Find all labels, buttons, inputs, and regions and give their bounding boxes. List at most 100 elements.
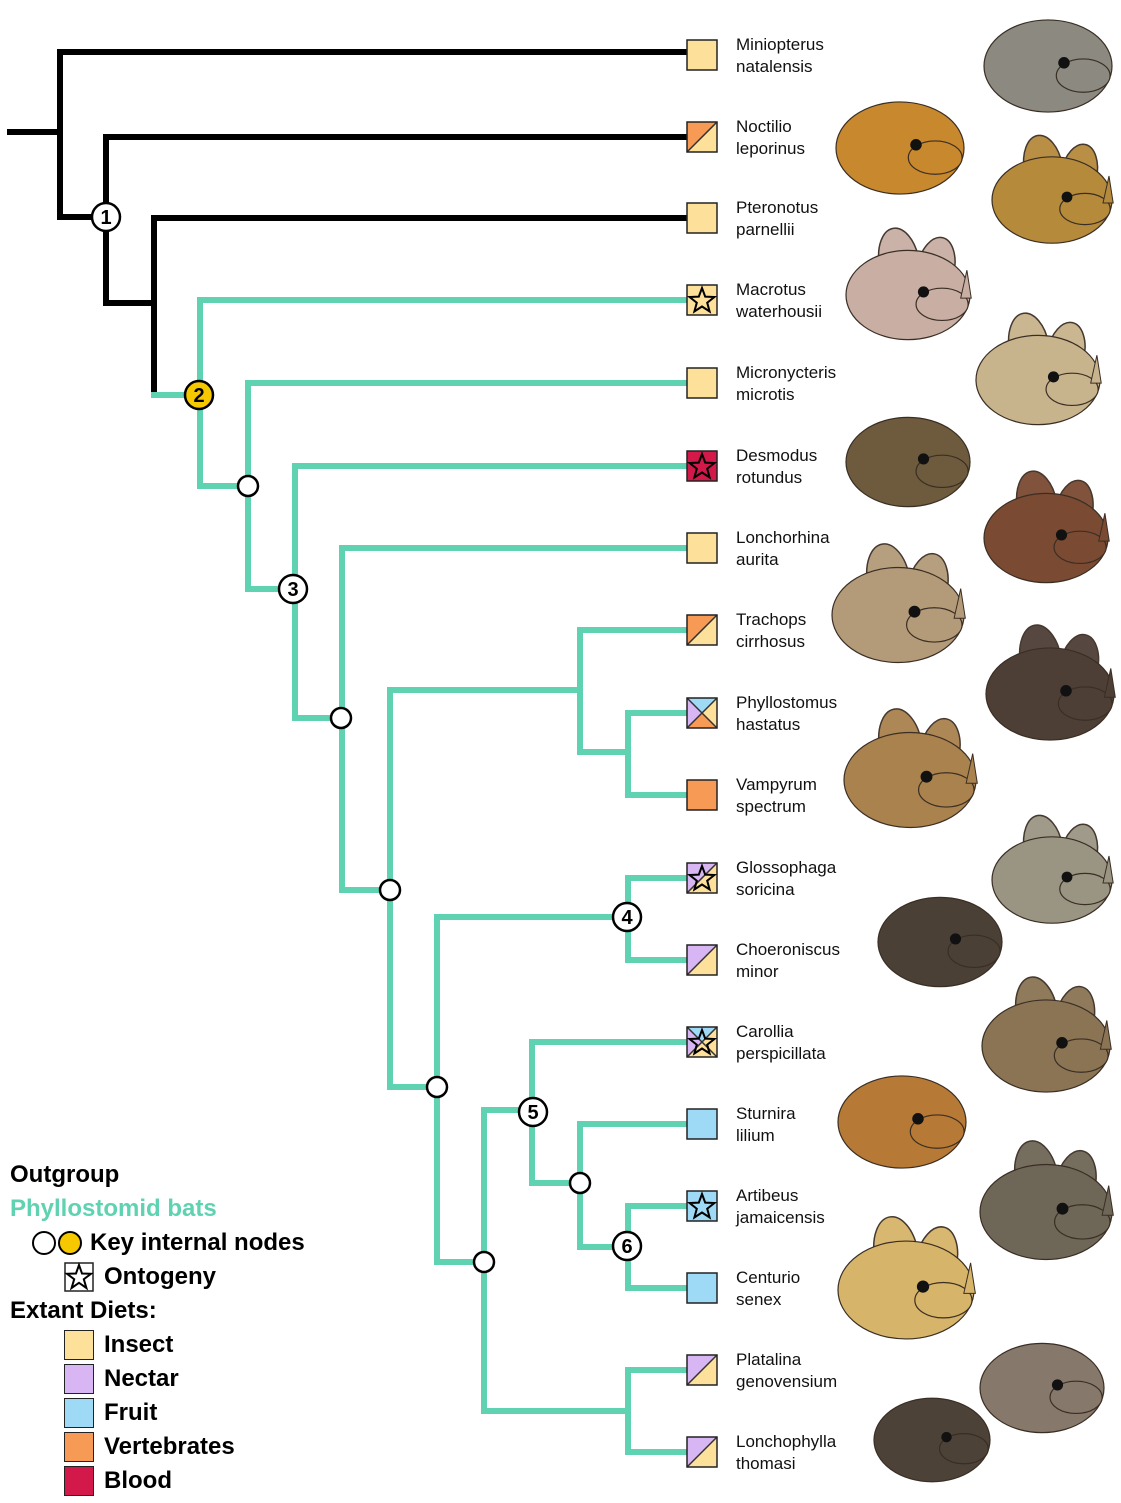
taxon-genus: Miniopterus [736, 34, 824, 56]
tree-nodes: 1 2 3 4 5 6 [92, 203, 641, 1272]
lonchophylla-head-illustration [874, 1398, 990, 1482]
diet-box-platalina [687, 1355, 717, 1385]
legend-ontogeny-label: Ontogeny [104, 1260, 216, 1294]
diet-boxes [687, 40, 717, 1467]
internal-node [474, 1252, 494, 1272]
taxon-species: lilium [736, 1125, 796, 1147]
legend-diet-label: Nectar [104, 1362, 179, 1396]
internal-node [570, 1173, 590, 1193]
phyllostomus-head-illustration [986, 622, 1115, 740]
diet-box-vampyrum [687, 780, 717, 810]
diet-box-lonchophylla [687, 1437, 717, 1467]
legend-diet-label: Fruit [104, 1396, 157, 1430]
micronycteris-head-illustration [976, 310, 1101, 425]
node-number-label: 1 [100, 207, 111, 229]
legend-ontogeny-row: Ontogeny [10, 1260, 305, 1294]
legend-diet-label: Insect [104, 1328, 173, 1362]
platalina-head-illustration [980, 1343, 1104, 1432]
legend-swatch-fruit [64, 1398, 94, 1428]
taxon-genus: Pteronotus [736, 197, 818, 219]
taxon-genus: Noctilio [736, 116, 805, 138]
diet-box-choeroniscus [687, 945, 717, 975]
legend-diet-fruit: Fruit [10, 1396, 305, 1430]
taxon-genus: Vampyrum [736, 774, 817, 796]
taxon-label: Centuriosenex [736, 1267, 800, 1311]
taxon-species: cirrhosus [736, 631, 806, 653]
taxon-label: Desmodusrotundus [736, 445, 817, 489]
diet-box-desmodus [687, 451, 717, 481]
taxon-genus: Platalina [736, 1349, 837, 1371]
node-number-label: 4 [621, 907, 633, 929]
legend-diet-label: Vertebrates [104, 1430, 235, 1464]
taxon-genus: Macrotus [736, 279, 822, 301]
artibeus-head-illustration [980, 1137, 1113, 1259]
taxon-genus: Trachops [736, 609, 806, 631]
taxon-species: genovensium [736, 1371, 837, 1393]
taxon-species: senex [736, 1289, 800, 1311]
taxon-genus: Desmodus [736, 445, 817, 467]
taxon-label: Glossophagasoricina [736, 857, 836, 901]
legend-diet-nectar: Nectar [10, 1362, 305, 1396]
diet-box-sturnira [687, 1109, 717, 1139]
taxon-species: rotundus [736, 467, 817, 489]
trachops-head-illustration [832, 540, 965, 662]
node-number-label: 6 [621, 1236, 632, 1258]
legend-swatch-blood [64, 1466, 94, 1496]
diet-box-micronycteris [687, 368, 717, 398]
macrotus-head-illustration [846, 225, 971, 340]
diet-box-glossophaga [687, 863, 717, 893]
taxon-genus: Micronycteris [736, 362, 836, 384]
taxon-species: perspicillata [736, 1043, 826, 1065]
diet-box-phyllostomus [687, 698, 717, 728]
taxon-genus: Lonchophylla [736, 1431, 836, 1453]
taxon-species: soricina [736, 879, 836, 901]
legend-diets-title: Extant Diets: [10, 1294, 305, 1328]
node-number-label: 5 [527, 1102, 538, 1124]
diet-box-trachops [687, 615, 717, 645]
diet-box-carollia [687, 1027, 717, 1057]
taxon-genus: Phyllostomus [736, 692, 837, 714]
legend-key-nodes-label: Key internal nodes [90, 1226, 305, 1260]
legend-swatch-nectar [64, 1364, 94, 1394]
legend-swatch-vertebrates [64, 1432, 94, 1462]
miniopterus-head-illustration [984, 20, 1112, 112]
diet-box-macrotus [687, 285, 717, 315]
centurio-head-illustration [838, 1213, 975, 1339]
pteronotus-head-illustration [992, 132, 1113, 243]
choeroniscus-head-illustration [878, 897, 1002, 986]
diet-box-noctilio [687, 122, 717, 152]
node-number-label: 2 [193, 385, 204, 407]
taxon-genus: Carollia [736, 1021, 826, 1043]
taxon-species: waterhousii [736, 301, 822, 323]
taxon-genus: Choeroniscus [736, 939, 840, 961]
diet-box-artibeus [687, 1191, 717, 1221]
lonchorhina-head-illustration [984, 468, 1109, 583]
internal-node [331, 708, 351, 728]
diet-box-centurio [687, 1273, 717, 1303]
node-number-label: 3 [287, 579, 298, 601]
legend-phyllostomid: Phyllostomid bats [10, 1192, 305, 1226]
desmodus-head-illustration [846, 417, 970, 506]
taxon-species: leporinus [736, 138, 805, 160]
taxon-species: jamaicensis [736, 1207, 825, 1229]
diet-box-lonchorhina [687, 533, 717, 563]
taxon-label: Macrotuswaterhousii [736, 279, 822, 323]
taxon-species: thomasi [736, 1453, 836, 1475]
internal-node [380, 880, 400, 900]
taxon-species: hastatus [736, 714, 837, 736]
taxon-species: spectrum [736, 796, 817, 818]
diet-box-pteronotus [687, 203, 717, 233]
taxon-label: Phyllostomushastatus [736, 692, 837, 736]
noctilio-head-illustration [836, 102, 964, 194]
diet-box-miniopterus [687, 40, 717, 70]
